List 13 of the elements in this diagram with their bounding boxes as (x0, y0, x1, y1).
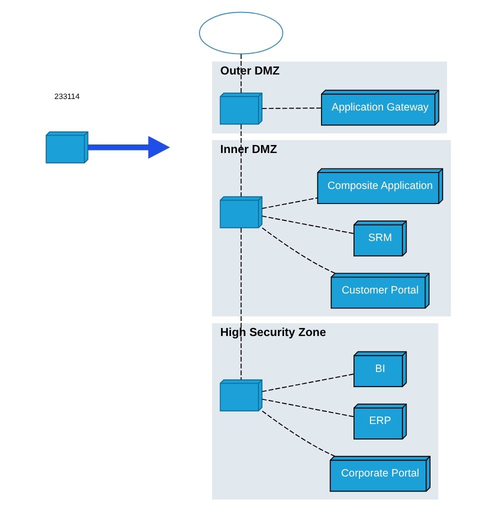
connector (240, 124, 242, 197)
label: 233114 (54, 92, 80, 101)
connector (262, 216, 354, 234)
connector (240, 227, 242, 380)
connector (262, 374, 354, 392)
connector (262, 108, 322, 109)
connector (262, 227, 336, 274)
connector (240, 54, 242, 94)
connector (262, 410, 336, 457)
connector (262, 398, 354, 418)
node-cloud (198, 12, 284, 54)
arrow (88, 136, 170, 159)
connector (262, 197, 318, 209)
